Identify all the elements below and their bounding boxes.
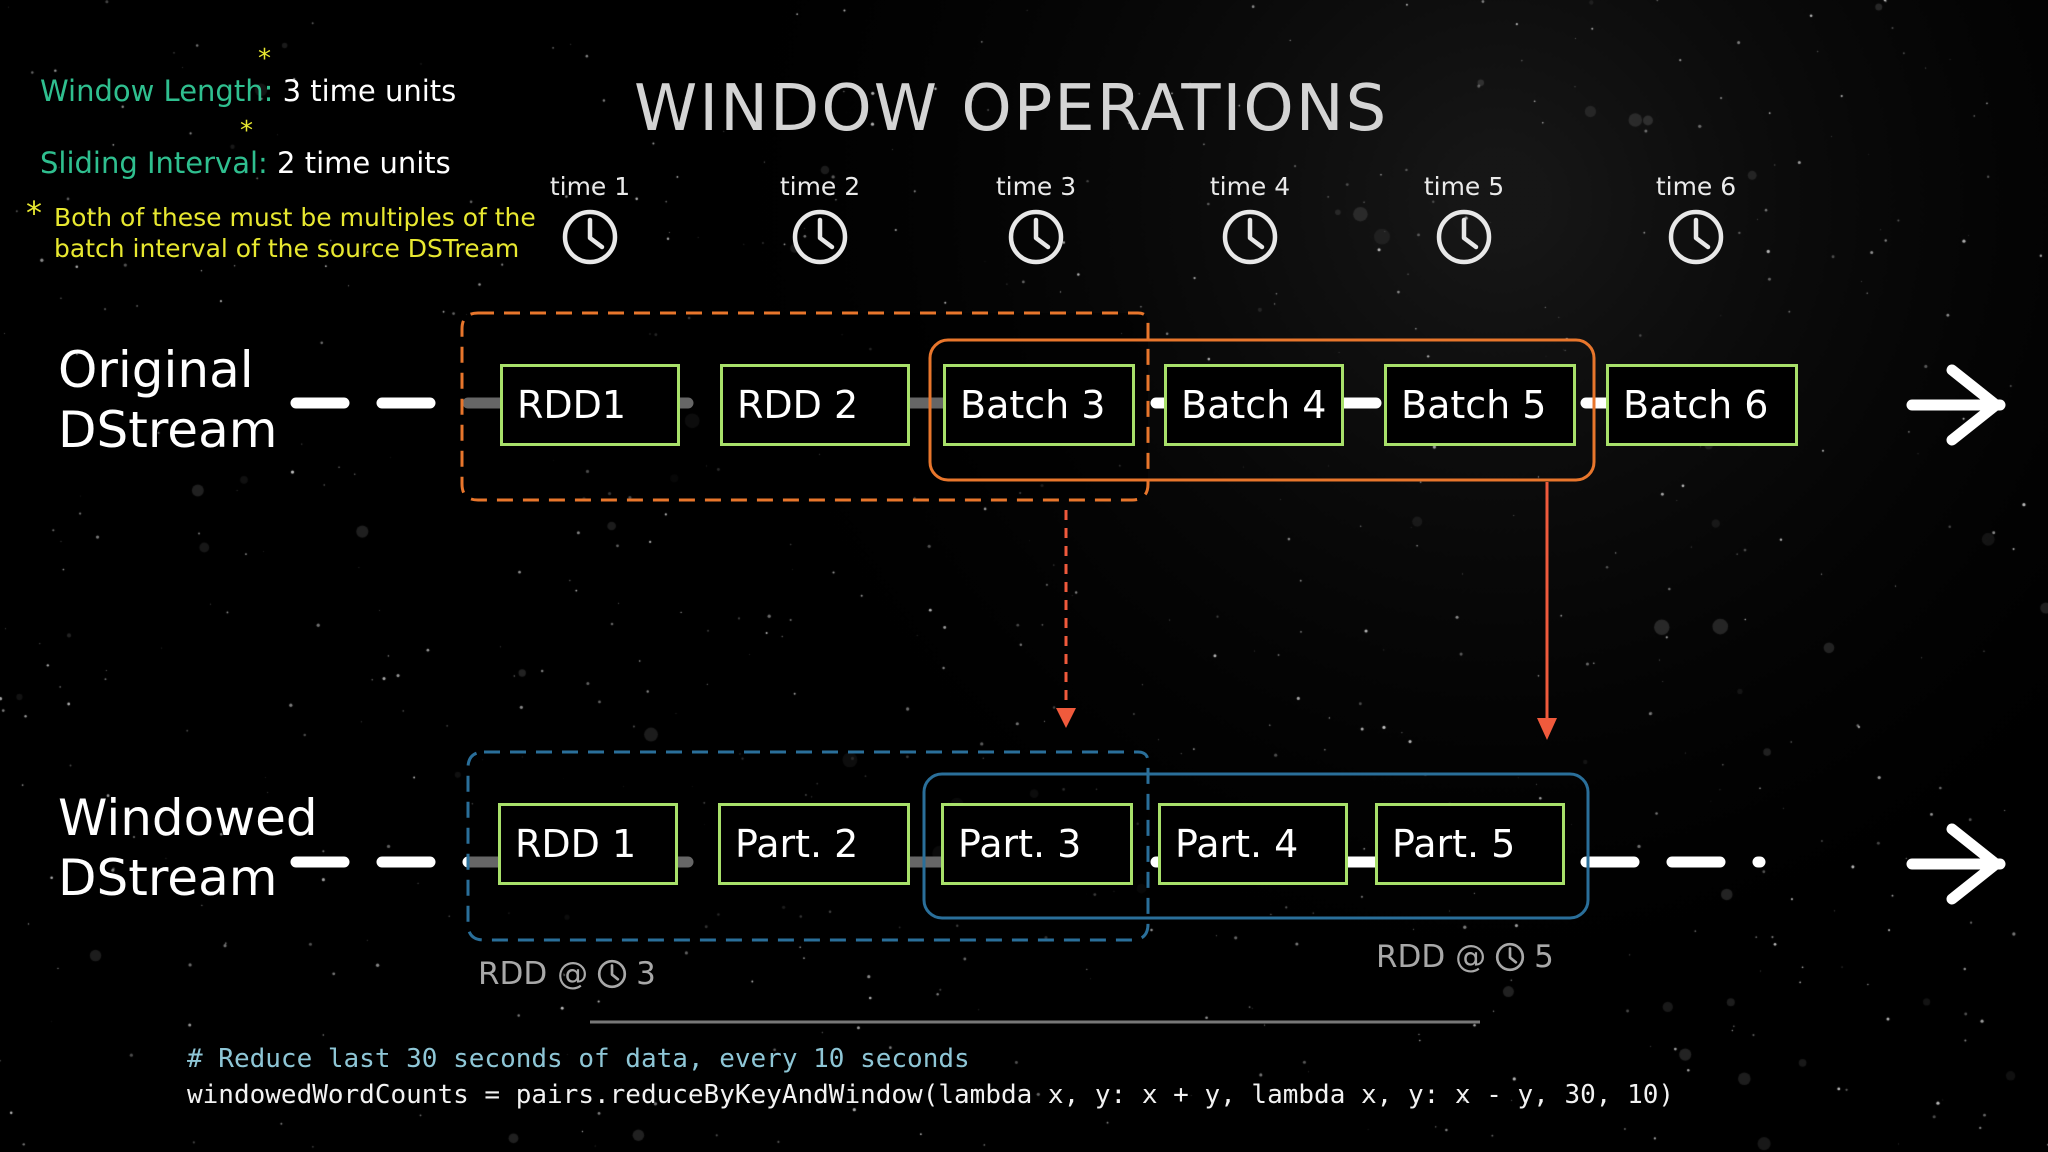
- clock-icon: [1496, 942, 1525, 972]
- clock-icon: [598, 959, 627, 989]
- timeline-tick-6: time 6: [1636, 172, 1756, 267]
- rdd-at-time-5-caption: RDD @ 5: [1376, 939, 1554, 975]
- window-1-result-arrow: [1056, 510, 1076, 728]
- arrow-right-icon: [1906, 364, 2006, 446]
- sliding-interval-value: 2 time units: [277, 146, 451, 180]
- original-label-line-1: Original: [58, 341, 254, 399]
- original-stream-box-3: Batch 3: [943, 364, 1135, 446]
- windowed-stream-box-2: Part. 2: [718, 803, 910, 885]
- windowed-dstream-label: Windowed DStream: [58, 788, 318, 908]
- caption-prefix: RDD @: [478, 956, 589, 992]
- clock-icon: [792, 209, 848, 265]
- timeline-tick-1: time 1: [530, 172, 650, 267]
- original-stream-box-2: RDD 2: [720, 364, 910, 446]
- sliding-interval-term: Sliding Interval:: [40, 146, 268, 180]
- windowed-stream-box-5: Part. 5: [1375, 803, 1565, 885]
- timeline-tick-4: time 4: [1190, 172, 1310, 267]
- windowed-label-line-1: Windowed: [58, 789, 318, 847]
- note-line-1: Both of these must be multiples of the: [54, 203, 536, 232]
- clock-icon: [1008, 209, 1064, 265]
- windowed-stream-box-1: RDD 1: [498, 803, 678, 885]
- clock-icon: [562, 209, 618, 265]
- clock-icon: [1222, 209, 1278, 265]
- multiples-note: * Both of these must be multiples of the…: [26, 197, 536, 264]
- sliding-interval-asterisk: *: [240, 116, 253, 146]
- original-dstream-label: Original DStream: [58, 340, 277, 460]
- windowed-label-line-2: DStream: [58, 849, 278, 907]
- caption-time: 5: [1534, 939, 1554, 975]
- window-length-value: 3 time units: [282, 74, 457, 108]
- clock-icon: [1436, 209, 1492, 265]
- sliding-interval-definition: Sliding Interval: * 2 time units: [40, 116, 451, 180]
- windowed-stream-box-4: Part. 4: [1158, 803, 1348, 885]
- time-label: time 1: [549, 172, 631, 201]
- timeline-tick-3: time 3: [976, 172, 1096, 267]
- window-2-original: [928, 338, 1596, 482]
- window-2-result-arrow: [1537, 482, 1557, 740]
- timeline-tick-2: time 2: [760, 172, 880, 267]
- arrow-right-icon: [1906, 823, 2006, 905]
- time-label: time 6: [1655, 172, 1737, 201]
- rdd-at-time-3-caption: RDD @ 3: [478, 956, 656, 992]
- original-label-line-2: DStream: [58, 401, 278, 459]
- windowed-stream-box-3: Part. 3: [941, 803, 1133, 885]
- window-length-term: Window Length:: [40, 74, 274, 108]
- window-length-definition: Window Length: * 3 time units: [40, 44, 457, 108]
- time-label: time 5: [1423, 172, 1505, 201]
- note-asterisk: *: [26, 194, 42, 232]
- page-title: WINDOW OPERATIONS: [634, 72, 1389, 146]
- timeline-tick-5: time 5: [1404, 172, 1524, 267]
- original-stream-box-6: Batch 6: [1606, 364, 1798, 446]
- code-line: windowedWordCounts = pairs.reduceByKeyAn…: [187, 1080, 1675, 1110]
- window-2-windowed: [922, 772, 1590, 920]
- clock-icon: [1668, 209, 1724, 265]
- code-comment: # Reduce last 30 seconds of data, every …: [187, 1044, 970, 1074]
- caption-time: 3: [636, 956, 656, 992]
- time-label: time 2: [779, 172, 861, 201]
- note-line-2: batch interval of the source DSTream: [54, 234, 520, 263]
- time-label: time 3: [995, 172, 1077, 201]
- original-stream-box-5: Batch 5: [1384, 364, 1576, 446]
- original-stream-box-4: Batch 4: [1164, 364, 1344, 446]
- caption-prefix: RDD @: [1376, 939, 1487, 975]
- window-length-asterisk: *: [258, 44, 271, 74]
- time-label: time 4: [1209, 172, 1291, 201]
- original-stream-box-1: RDD1: [500, 364, 680, 446]
